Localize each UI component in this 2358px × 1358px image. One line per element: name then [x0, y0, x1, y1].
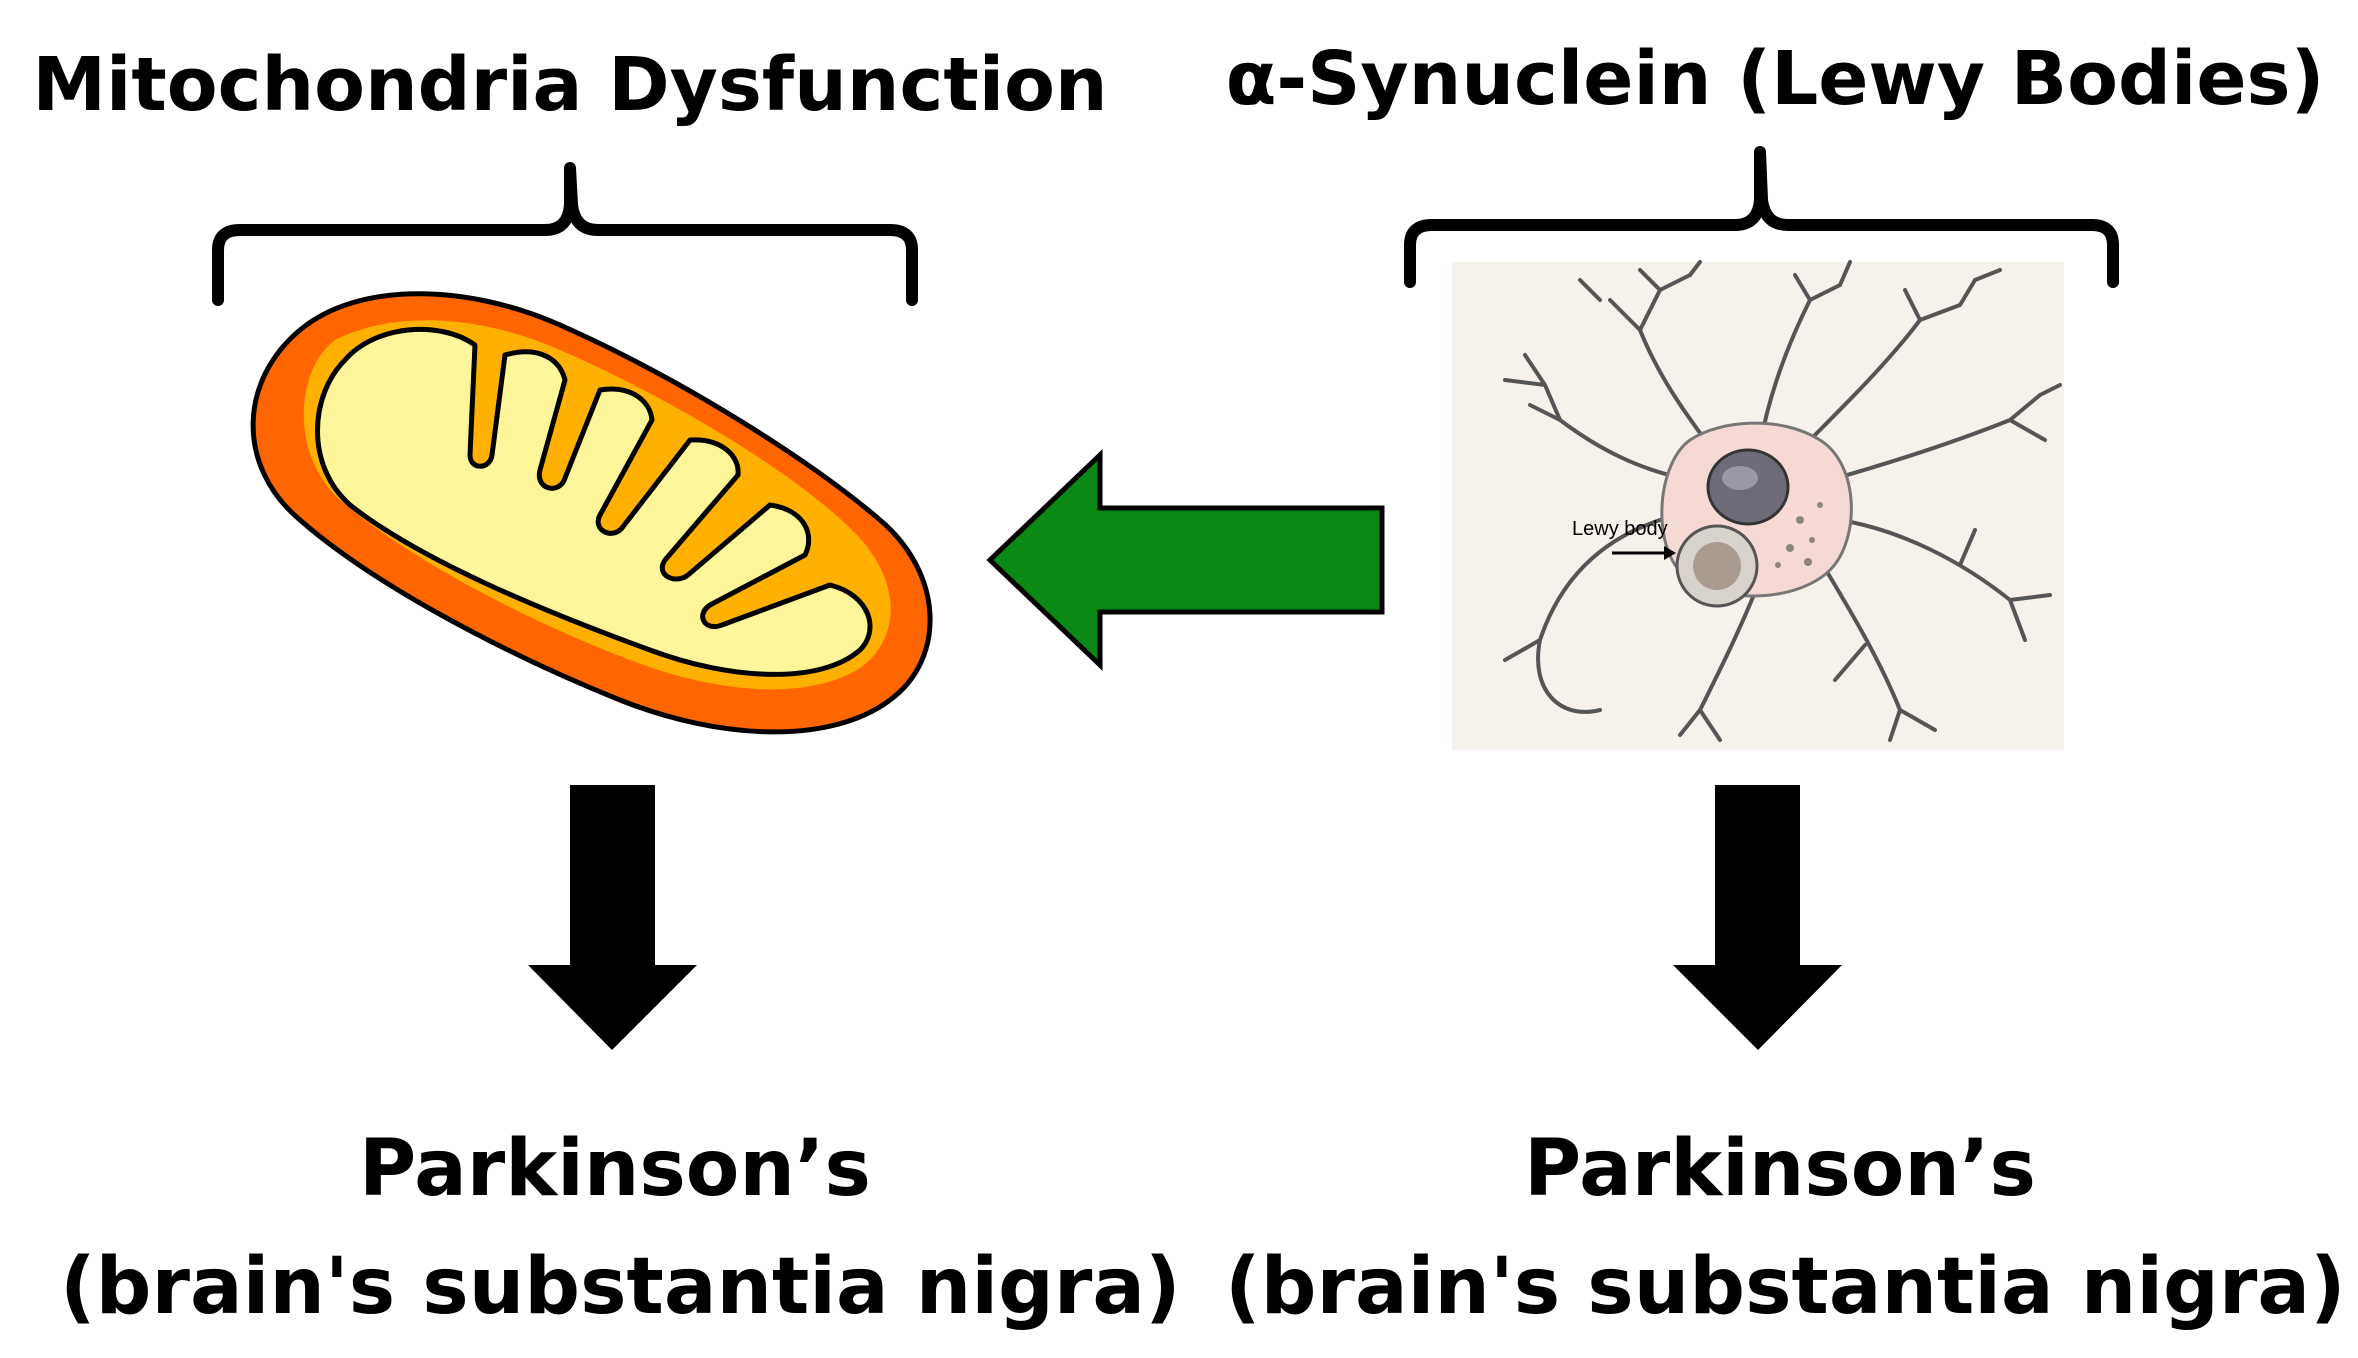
right-outcome-line1: Parkinson’s — [1524, 1124, 2036, 1214]
left-outcome: Parkinson’s (brain's substantia nigra) — [60, 1110, 1181, 1346]
left-outcome-line1: Parkinson’s — [359, 1124, 871, 1214]
cytoplasm-granules — [1775, 502, 1823, 568]
left-outcome-line2: (brain's substantia nigra) — [60, 1242, 1181, 1332]
green-arrow-icon — [986, 449, 1385, 671]
lewy-body-core — [1693, 542, 1741, 590]
lewy-body-label: Lewy body — [1572, 518, 1668, 540]
right-outcome-line2: (brain's substantia nigra) — [1225, 1242, 2346, 1332]
right-outcome: Parkinson’s (brain's substantia nigra) — [1225, 1110, 2346, 1346]
left-down-arrow-icon — [528, 785, 697, 1050]
dendrites — [1503, 260, 2062, 742]
lewy-body-pointer-head — [1664, 546, 1676, 560]
neuron-illustration: Lewy body — [1452, 260, 2064, 750]
alpha-synuclein-title: α-Synuclein (Lewy Bodies) — [1225, 36, 2325, 122]
nucleus-highlight — [1722, 466, 1758, 490]
mitochondria-dysfunction-title: Mitochondria Dysfunction — [32, 42, 1108, 128]
right-down-arrow-icon — [1673, 785, 1842, 1050]
right-bracket — [1404, 146, 2119, 288]
mitochondrion-icon — [250, 291, 933, 735]
left-bracket — [212, 162, 918, 306]
